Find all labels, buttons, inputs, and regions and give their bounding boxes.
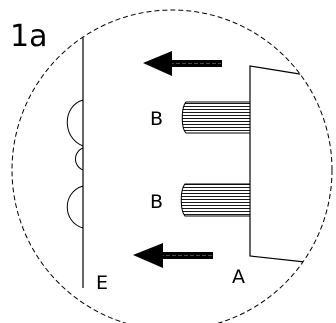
label-wall: E: [96, 272, 108, 294]
wall-bump-2: [75, 147, 84, 171]
wall-bump-1: [66, 99, 84, 147]
arrow-top: [143, 51, 222, 76]
shaft-bottom: [180, 183, 251, 217]
panel-label: 1a: [10, 19, 47, 54]
label-block: A: [232, 266, 245, 288]
block-outline: [249, 65, 313, 263]
wall: [66, 28, 84, 288]
label-shaft-top: B: [150, 108, 163, 130]
wall-bump-3: [66, 185, 84, 229]
label-shaft-bottom: B: [150, 191, 163, 213]
block: [249, 65, 313, 263]
magnification-circle: [11, 9, 333, 323]
shaft-top: [181, 101, 251, 134]
arrow-bottom: [133, 243, 213, 268]
